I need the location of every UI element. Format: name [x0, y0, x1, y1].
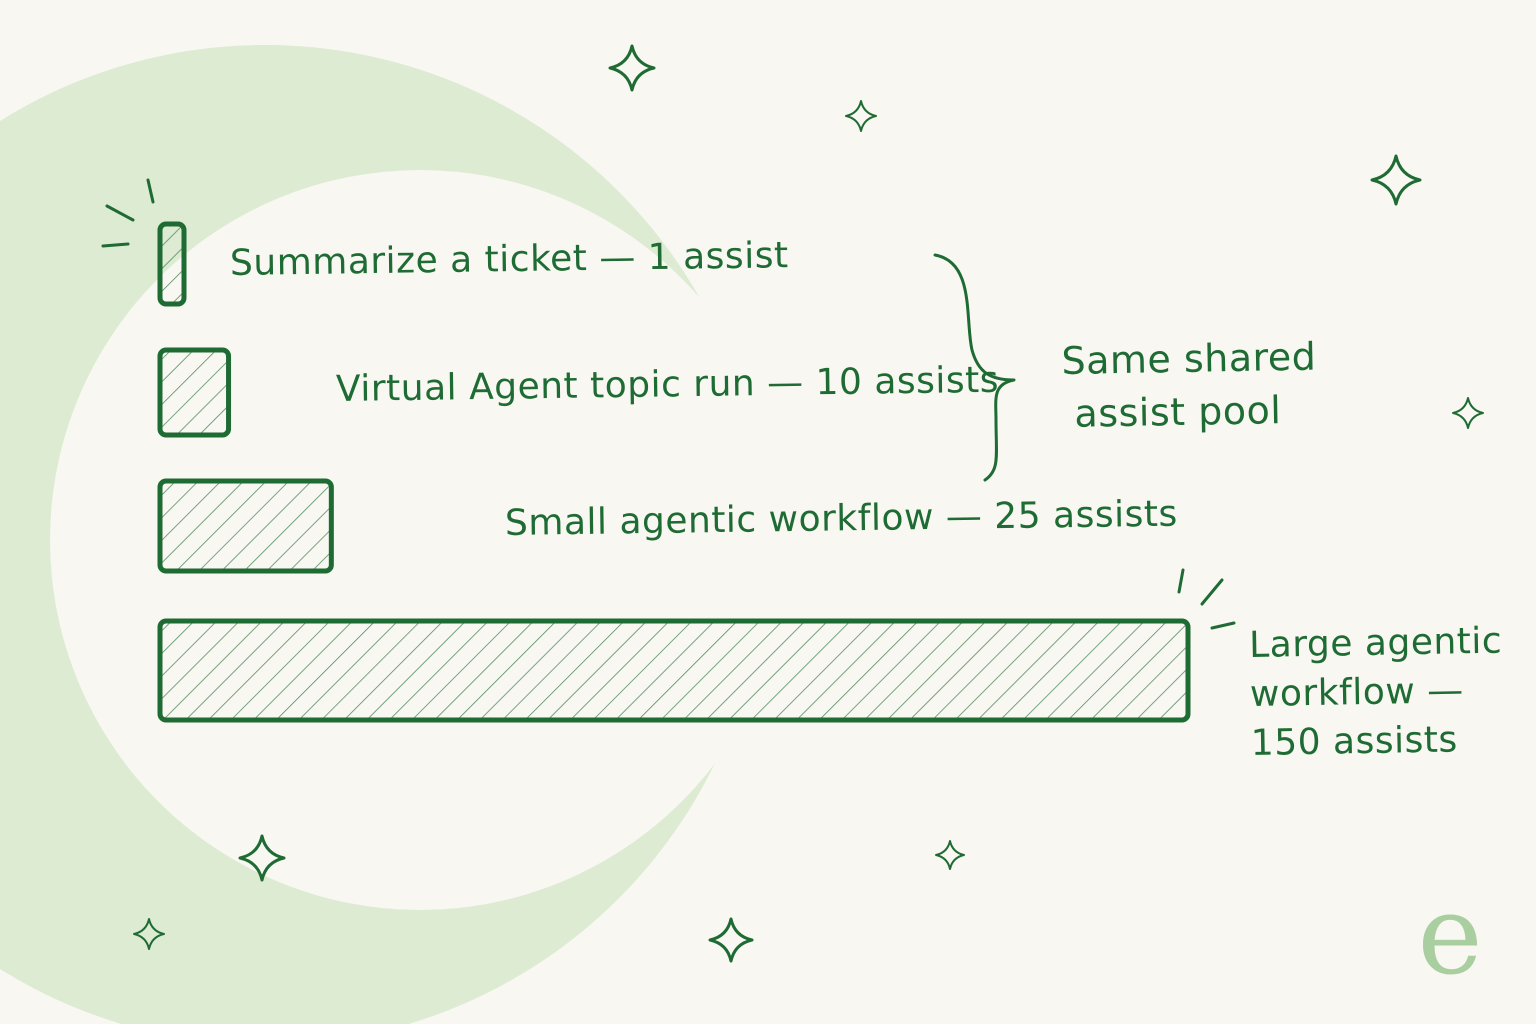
- curly-brace-icon: [933, 253, 1016, 482]
- sparkle-star-icon: [1452, 397, 1484, 429]
- bar-large-workflow: [157, 618, 1191, 723]
- bar-label-summarize-ticket: Summarize a ticket — 1 assist: [229, 235, 789, 284]
- emphasis-tick-icon: [1177, 568, 1185, 594]
- bar-label-virtual-agent: Virtual Agent topic run — 10 assists: [335, 359, 1000, 410]
- emphasis-tick-icon: [105, 204, 135, 222]
- logo-e-icon: e: [1417, 871, 1483, 999]
- sparkle-star-icon: [133, 918, 165, 950]
- emphasis-tick-icon: [1200, 578, 1224, 606]
- sparkle-star-icon: [608, 44, 656, 92]
- bar-summarize-ticket: [157, 221, 187, 307]
- emphasis-tick-icon: [146, 178, 155, 204]
- sparkle-star-icon: [1370, 154, 1422, 206]
- sparkle-star-icon: [845, 100, 877, 132]
- bar-label-large-workflow: Large agentic workflow — 150 assists: [1249, 618, 1505, 769]
- brace-annotation-line-1: Same shared: [1061, 334, 1317, 384]
- sparkle-star-icon: [708, 917, 754, 963]
- large-label-line-3: 150 assists: [1250, 719, 1459, 764]
- emphasis-tick-icon: [101, 242, 130, 248]
- brace-annotation: Same shared assist pool: [1061, 331, 1318, 442]
- sparkle-star-icon: [935, 840, 965, 870]
- bar-small-workflow: [157, 478, 334, 574]
- sparkle-star-icon: [238, 834, 286, 882]
- bar-virtual-agent: [157, 347, 232, 438]
- large-label-line-2: workflow —: [1249, 670, 1465, 715]
- emphasis-tick-icon: [1210, 621, 1236, 630]
- brace-annotation-line-2: assist pool: [1074, 388, 1282, 436]
- large-label-line-1: Large agentic: [1248, 620, 1503, 667]
